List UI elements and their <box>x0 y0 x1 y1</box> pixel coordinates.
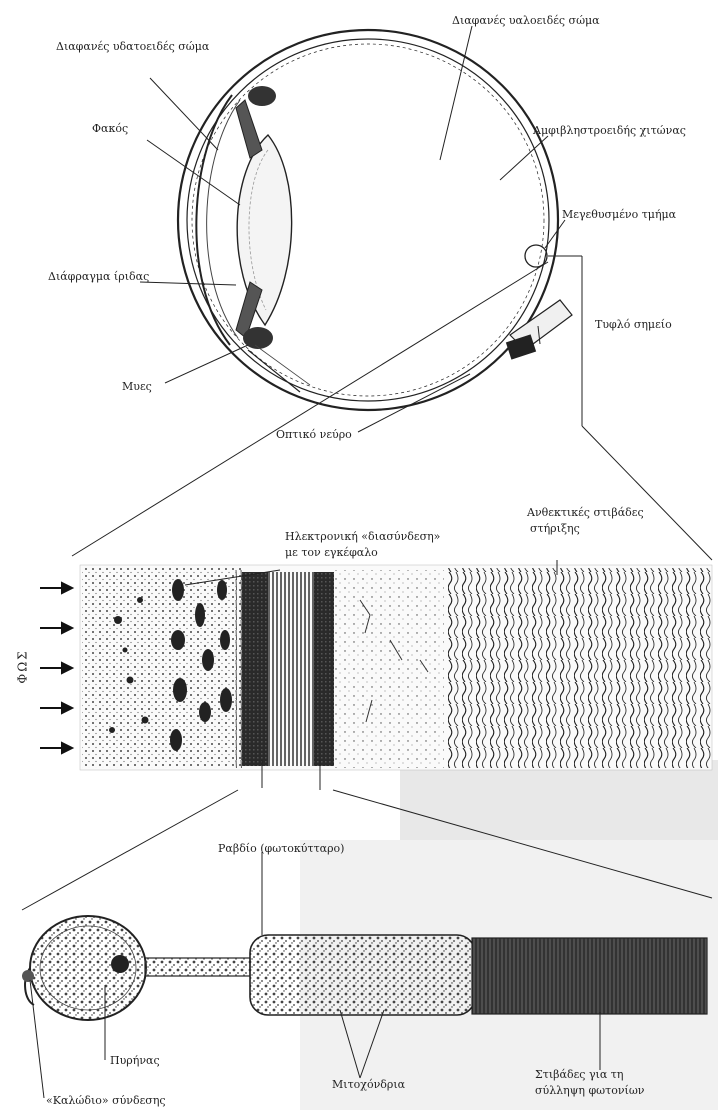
blind-spot-mark <box>506 334 536 359</box>
label-light: ΦΩΣ <box>17 649 30 683</box>
label-photon-line1: Στιβάδες για τη <box>535 1068 623 1081</box>
label-mitochondria: Μιτοχόνδρια <box>332 1078 405 1091</box>
iris-upper <box>236 100 262 158</box>
pointer-lines-eye <box>72 26 712 560</box>
label-rod: Ραβδίο (φωτοκύτταρο) <box>218 842 344 855</box>
label-iris: Διάφραγμα ίριδας <box>48 270 149 283</box>
label-photon-line2: σύλληψη φωτονίων <box>535 1084 644 1097</box>
label-blind-spot: Τυφλό σημείο <box>595 318 672 331</box>
label-lens: Φακός <box>92 122 128 135</box>
label-interface-line2: με τον εγκέφαλο <box>285 546 378 559</box>
label-muscles: Μυες <box>122 380 152 393</box>
label-optic-nerve: Οπτικό νεύρο <box>276 428 352 441</box>
label-cable: «Καλώδιο» σύνδεσης <box>46 1094 166 1107</box>
label-retina: Αμφιβληστροειδής χιτώνας <box>533 124 686 137</box>
retina-section <box>80 565 712 770</box>
label-nucleus: Πυρήνας <box>110 1054 160 1067</box>
label-support-line1: Ανθεκτικές στιβάδες <box>527 506 644 519</box>
label-support-line2: στήριξης <box>530 522 580 535</box>
eyeball <box>178 30 558 410</box>
rod-cell <box>22 916 707 1020</box>
light-arrows <box>40 583 72 753</box>
ciliary-muscle-upper <box>248 86 276 106</box>
label-magnified: Μεγεθυσμένο τμήμα <box>562 208 676 221</box>
sclera-outer <box>178 30 558 410</box>
label-interface-line1: Ηλεκτρονική «διασύνδεση» <box>285 530 440 543</box>
magnified-region <box>525 245 547 267</box>
label-vitreous: Διαφανές υαλοειδές σώμα <box>452 14 600 27</box>
label-aqueous: Διαφανές υδατοειδές σώμα <box>56 40 209 53</box>
